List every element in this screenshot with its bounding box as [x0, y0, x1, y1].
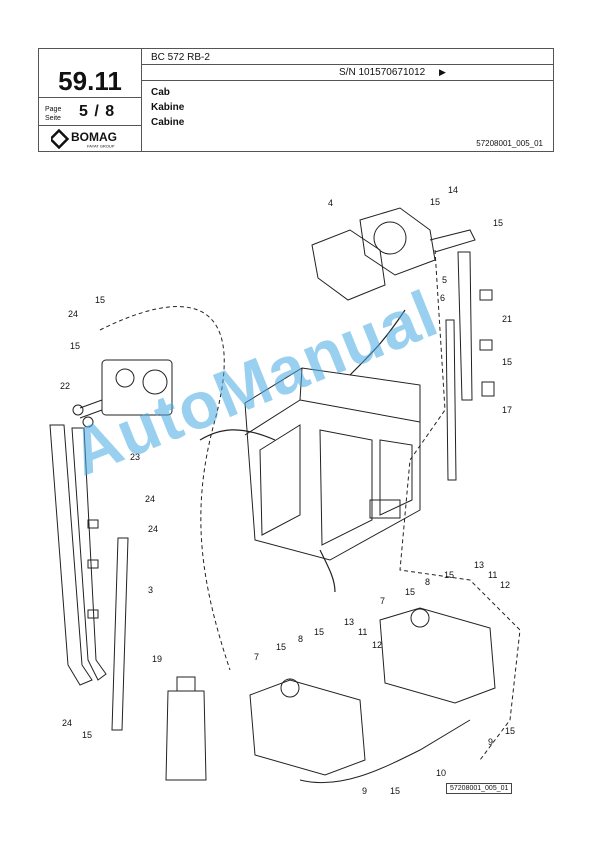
- callout-labels: 14 15 15 4 5 6 21 15 17 15 24 15 22 23 24 24 3 19 7 1…: [60, 185, 515, 796]
- title-fr: Cabine: [151, 117, 185, 128]
- svg-text:24: 24: [62, 718, 72, 728]
- washer-tank-drawing: [249, 607, 496, 784]
- svg-text:10: 10: [436, 768, 446, 778]
- svg-text:9: 9: [362, 786, 367, 796]
- svg-text:15: 15: [505, 726, 515, 736]
- svg-text:23: 23: [130, 452, 140, 462]
- svg-text:15: 15: [444, 570, 454, 580]
- front-wiper-arm-drawing: [49, 424, 129, 731]
- svg-text:13: 13: [474, 560, 484, 570]
- parts-drawing: 14 15 15 4 5 6 21 15 17 15 24 15 22 23 24 24 3 19 7 1…: [49, 185, 521, 796]
- header-rule: [39, 125, 141, 126]
- svg-text:12: 12: [372, 640, 382, 650]
- svg-text:11: 11: [358, 627, 367, 637]
- svg-text:15: 15: [502, 357, 512, 367]
- front-wiper-motor-drawing: [72, 359, 173, 428]
- svg-text:24: 24: [145, 494, 155, 504]
- washer-fluid-bottle-drawing: [165, 676, 207, 781]
- svg-text:24: 24: [148, 524, 158, 534]
- svg-text:15: 15: [314, 627, 324, 637]
- cab-drawing: [244, 367, 421, 561]
- svg-text:3: 3: [148, 585, 153, 595]
- svg-text:4: 4: [328, 198, 333, 208]
- svg-text:15: 15: [493, 218, 503, 228]
- header-rule: [141, 64, 553, 65]
- header-divider: [141, 49, 142, 151]
- svg-text:14: 14: [448, 185, 458, 195]
- title-de: Kabine: [151, 102, 185, 113]
- svg-text:9: 9: [488, 737, 493, 747]
- page-indicator: 5 / 8: [79, 103, 116, 120]
- svg-text:17: 17: [502, 405, 512, 415]
- title-en: Cab: [151, 87, 170, 98]
- header-rule: [39, 97, 141, 98]
- bomag-logo: BOMAG FAYAT GROUP: [48, 128, 135, 150]
- svg-text:12: 12: [500, 580, 510, 590]
- svg-text:7: 7: [380, 596, 385, 606]
- svg-text:11: 11: [488, 570, 497, 580]
- doc-id: 57208001_005_01: [476, 139, 543, 148]
- rear-wiper-arm-drawing: [445, 251, 495, 481]
- rear-wiper-motor-drawing: [311, 207, 476, 301]
- title-list: Cab Kabine Cabine: [151, 85, 184, 130]
- serial-arrow-icon: ▶: [439, 67, 446, 77]
- model-name: BC 572 RB-2: [151, 52, 210, 63]
- section-number: 59.11: [58, 66, 122, 96]
- svg-text:24: 24: [68, 309, 78, 319]
- figure-id: 57208001_005_01: [446, 783, 513, 794]
- serial-number: S/N 101570671012: [339, 67, 426, 78]
- svg-text:8: 8: [298, 634, 303, 644]
- svg-text:7: 7: [254, 652, 259, 662]
- svg-text:21: 21: [502, 314, 512, 324]
- svg-text:22: 22: [60, 381, 70, 391]
- svg-text:BOMAG: BOMAG: [71, 130, 117, 144]
- svg-text:15: 15: [430, 197, 440, 207]
- svg-text:8: 8: [425, 577, 430, 587]
- svg-text:19: 19: [152, 654, 162, 664]
- svg-text:15: 15: [405, 587, 415, 597]
- svg-text:13: 13: [344, 617, 354, 627]
- svg-text:5: 5: [442, 275, 447, 285]
- page-label: Page Seite: [45, 106, 62, 122]
- svg-text:15: 15: [390, 786, 400, 796]
- svg-text:15: 15: [82, 730, 92, 740]
- svg-text:6: 6: [440, 293, 445, 303]
- svg-text:15: 15: [70, 341, 80, 351]
- svg-text:15: 15: [276, 642, 286, 652]
- header-block: BC 572 RB-2 S/N 101570671012 ▶ 59.11 Pag…: [38, 48, 554, 152]
- svg-text:15: 15: [95, 295, 105, 305]
- svg-text:FAYAT GROUP: FAYAT GROUP: [87, 144, 115, 149]
- header-rule: [141, 80, 553, 81]
